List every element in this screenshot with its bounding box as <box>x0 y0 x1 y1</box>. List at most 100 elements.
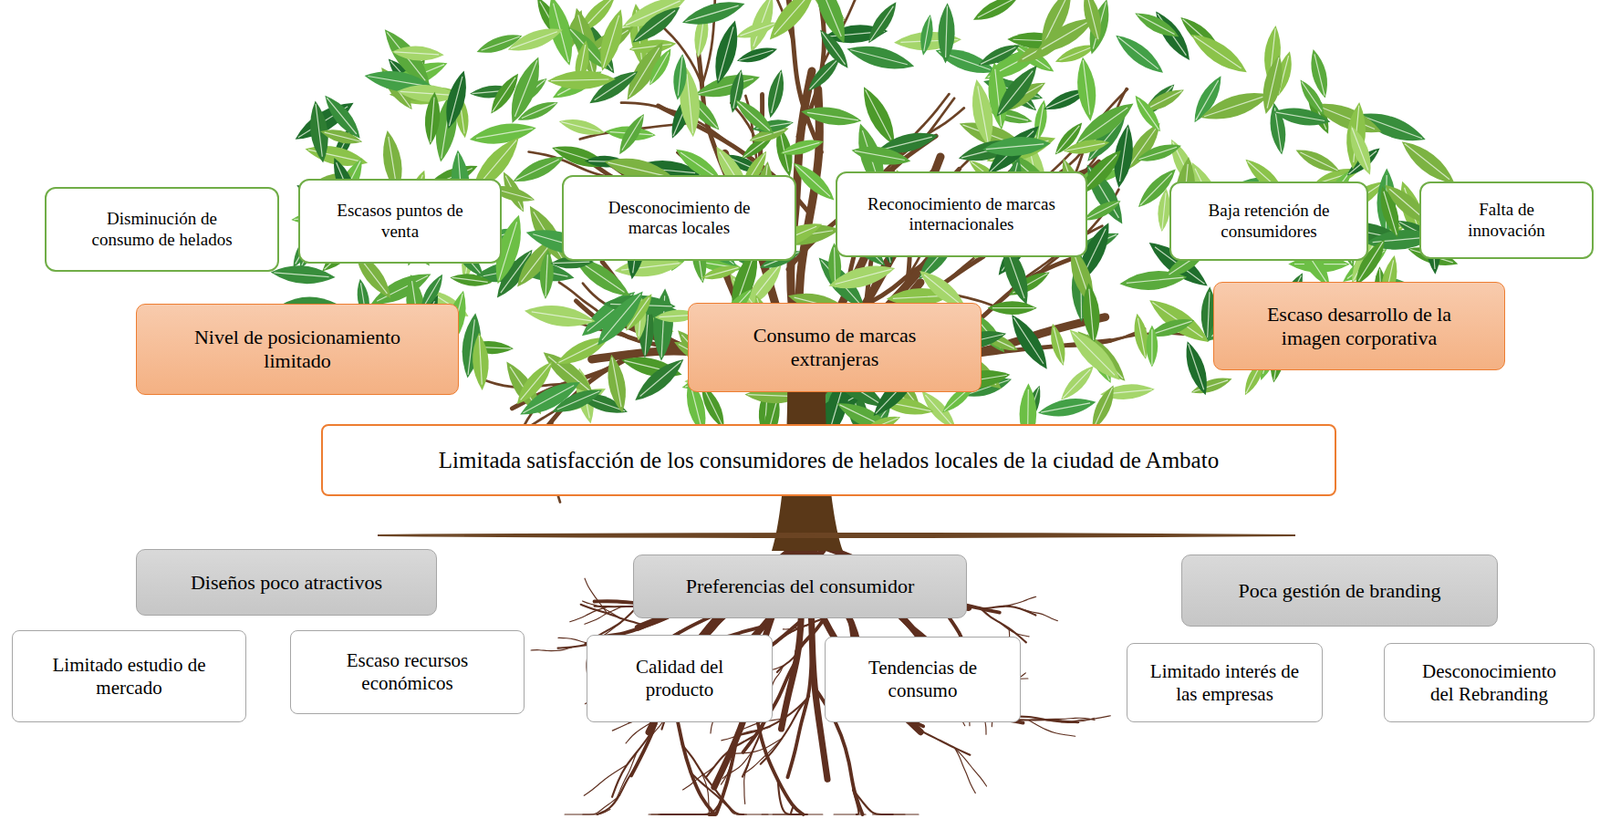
leaf <box>976 39 1023 71</box>
leaf-vein <box>478 335 482 385</box>
leaf-vein <box>795 165 831 198</box>
leaf <box>779 135 826 159</box>
leaf-vein <box>631 43 672 49</box>
box-text: Reconocimiento de marcas internacionales <box>865 194 1058 236</box>
leaf-blade <box>779 135 826 159</box>
leaf-vein <box>992 307 1035 309</box>
leaf <box>826 259 898 295</box>
leaf-blade <box>515 374 584 424</box>
leaf-vein <box>818 0 842 37</box>
leaf-vein <box>870 6 894 42</box>
effect-box: Desconocimiento de marcas locales <box>561 175 797 261</box>
leaf <box>470 332 490 391</box>
leaf-blade <box>699 261 742 284</box>
leaf-vein <box>612 357 622 407</box>
leaf-vein <box>1040 403 1091 413</box>
leaf-vein <box>998 71 1033 115</box>
leaf <box>1073 55 1100 122</box>
leaf-blade <box>318 125 364 148</box>
leaf-vein <box>1087 201 1119 219</box>
leaf-blade <box>989 60 1044 123</box>
leaf <box>692 68 762 104</box>
leaf <box>1062 322 1127 387</box>
leaf-vein <box>880 136 933 150</box>
leaf-blade <box>1344 123 1378 178</box>
leaf <box>763 68 789 120</box>
leaf-vein <box>1299 152 1338 171</box>
leaf-blade <box>1185 26 1252 80</box>
leaf-vein <box>835 269 893 284</box>
leaf-vein <box>1314 53 1325 96</box>
root <box>712 786 741 815</box>
leaf-vein <box>273 272 329 278</box>
leaf-vein <box>677 56 683 96</box>
leaf-vein <box>476 128 533 139</box>
root <box>778 780 808 815</box>
leaf <box>391 44 445 63</box>
leaf <box>449 271 494 289</box>
leaf-vein <box>774 0 813 35</box>
leaf-vein <box>634 10 676 42</box>
leaf-blade <box>1047 322 1070 367</box>
leaf-vein <box>550 79 610 82</box>
leaf-vein <box>977 85 988 144</box>
root <box>1025 610 1058 622</box>
root <box>727 807 747 815</box>
leaf-vein <box>1126 277 1185 283</box>
leaf-blade <box>467 118 538 149</box>
leaf-blade <box>1073 55 1100 122</box>
leaf-blade <box>538 249 555 300</box>
leaf-blade <box>762 0 823 46</box>
leaf <box>423 91 443 146</box>
leaf-blade <box>807 0 853 47</box>
box-text: Poca gestión de branding <box>1238 579 1442 603</box>
leaf-vein <box>924 16 931 52</box>
leaf <box>602 353 631 415</box>
leaf <box>917 13 936 57</box>
leaf-vein <box>697 78 753 94</box>
leaf-vein <box>326 97 357 135</box>
cause-box: Limitado interés de las empresas <box>1126 643 1323 723</box>
leaf-vein <box>602 293 641 340</box>
root <box>584 606 623 624</box>
leaf-vein <box>807 112 859 121</box>
cause-box: Escaso recursos económicos <box>290 630 525 715</box>
leaf-vein <box>430 97 435 143</box>
leaf-vein <box>561 122 601 133</box>
leaf-vein <box>865 89 892 139</box>
root <box>998 622 1029 637</box>
leaf-vein <box>1151 329 1153 365</box>
leaf-vein <box>1059 46 1094 61</box>
leaf <box>671 52 689 101</box>
roots <box>530 547 1111 815</box>
leaf-vein <box>400 91 454 95</box>
leaf-blade <box>602 353 631 415</box>
leaf-blade <box>629 353 689 408</box>
leaf-vein <box>704 388 723 426</box>
leaf-blade <box>1062 135 1112 157</box>
box-text: Escaso recursos económicos <box>327 649 488 696</box>
leaf-blade <box>391 44 445 63</box>
leaf <box>1130 92 1165 136</box>
main-cause-box: Preferencias del consumidor <box>633 554 967 619</box>
leaf <box>1257 52 1289 116</box>
box-text: Desconocimiento de marcas locales <box>588 197 771 239</box>
leaf-vein <box>514 60 537 117</box>
leaf <box>1062 135 1112 157</box>
leaf <box>318 125 364 148</box>
leaf <box>862 0 902 47</box>
root <box>833 813 857 815</box>
leaf <box>734 17 780 43</box>
box-text: Baja retención de consumidores <box>1191 200 1347 242</box>
leaf-vein <box>531 311 593 322</box>
cause-box: Desconocimiento del Rebranding <box>1383 643 1595 723</box>
leaf-blade <box>1257 52 1289 116</box>
leaf-vein <box>552 261 590 263</box>
leaf-blade <box>1134 139 1184 167</box>
leaf-vein <box>705 267 738 277</box>
leaf-vein <box>650 51 669 84</box>
leaf <box>1004 310 1055 375</box>
root <box>955 748 977 793</box>
leaf-vein <box>602 15 619 68</box>
